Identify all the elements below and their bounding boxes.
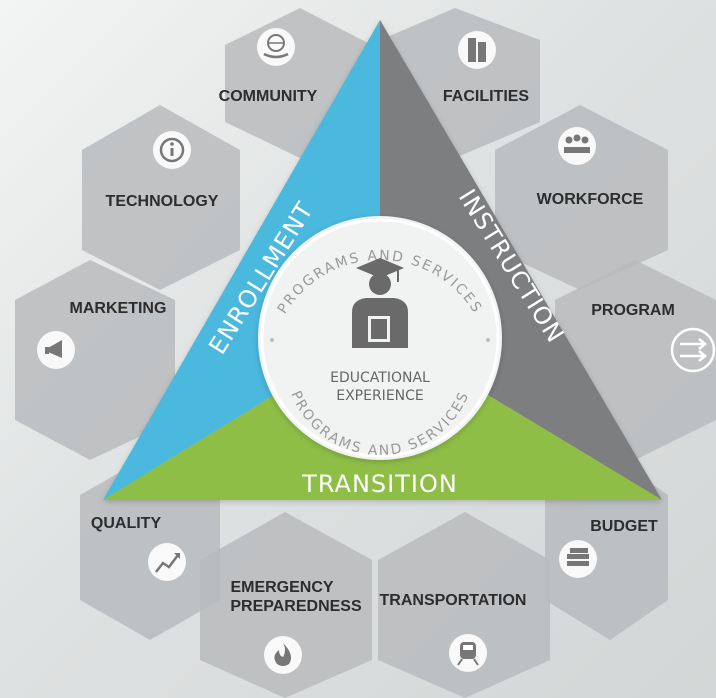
hex-emergency-tile[interactable] — [200, 512, 372, 698]
hex-label-program: PROGRAM — [591, 302, 675, 319]
hex-label-transportation: TRANSPORTATION — [380, 592, 527, 609]
center-line-2: EXPERIENCE — [336, 388, 424, 404]
hex-label-emergency: EMERGENCY — [230, 579, 333, 596]
building-icon — [458, 31, 496, 69]
hex-label-workforce: WORKFORCE — [537, 191, 644, 208]
hand-globe-icon — [257, 28, 295, 66]
hex-label-community: COMMUNITY — [219, 88, 318, 105]
hex-label-technology: TECHNOLOGY — [106, 193, 219, 210]
hex-label-preparedness: PREPAREDNESS — [230, 598, 362, 615]
hex-label-quality: QUALITY — [91, 515, 162, 532]
hex-technology-tile[interactable] — [82, 105, 240, 290]
growth-chart-icon — [148, 543, 186, 581]
graduate-icon — [352, 258, 408, 348]
hex-transportation-tile[interactable] — [378, 512, 550, 698]
hex-marketing-tile[interactable] — [15, 260, 175, 460]
money-icon — [559, 540, 597, 578]
hex-label-marketing: MARKETING — [70, 300, 167, 317]
hex-workforce-tile[interactable] — [495, 105, 668, 290]
hex-label-budget: BUDGET — [590, 518, 658, 535]
enrollment-section[interactable] — [103, 20, 380, 500]
hex-label-facilities: FACILITIES — [443, 88, 530, 105]
transition-label: TRANSITION — [301, 470, 458, 498]
megaphone-icon — [37, 331, 75, 369]
hexagon-grid — [15, 8, 716, 698]
info-icon — [153, 131, 191, 169]
instruction-section[interactable] — [380, 20, 662, 500]
fire-icon — [264, 636, 302, 674]
arrows-icon — [670, 327, 716, 373]
center-line-1: EDUCATIONAL — [330, 370, 430, 386]
hex-quality-tile[interactable] — [80, 455, 220, 640]
hex-budget-tile[interactable] — [545, 455, 668, 640]
train-icon — [449, 634, 487, 672]
meeting-icon — [558, 127, 596, 165]
